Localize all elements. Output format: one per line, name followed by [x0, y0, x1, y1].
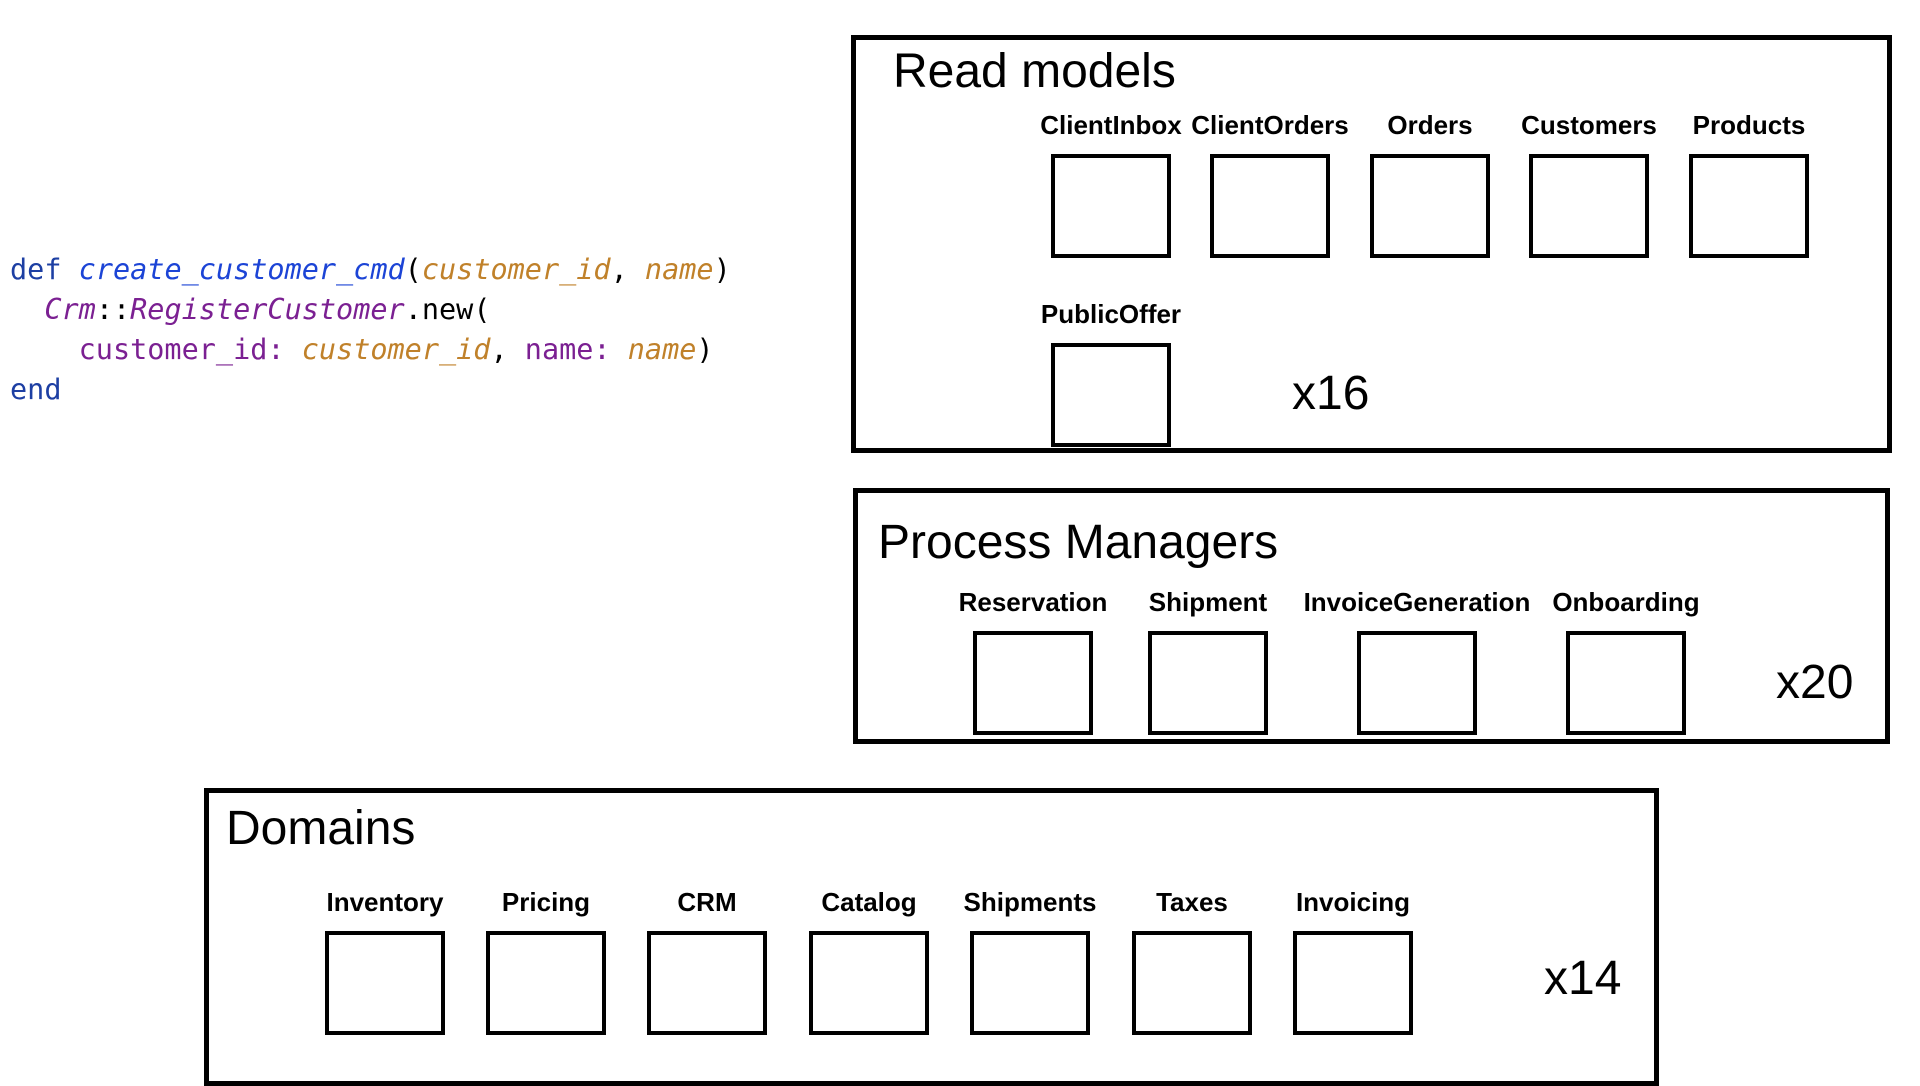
read-model-label: ClientInbox	[1040, 110, 1182, 140]
read-model-box	[1529, 154, 1649, 258]
read-model-box	[1210, 154, 1330, 258]
process-manager-label: Onboarding	[1552, 587, 1700, 617]
domain-label: Inventory	[326, 887, 444, 917]
read-model-label: ClientOrders	[1191, 110, 1349, 140]
code-new-call: .new(	[404, 293, 491, 326]
code-arg-customer-id: customer_id	[421, 253, 611, 286]
domain-label: Shipments	[963, 887, 1097, 917]
read-model-label: Orders	[1387, 110, 1473, 140]
read-models-count: x16	[1292, 367, 1370, 420]
process-manager-box	[1148, 631, 1268, 735]
process-manager-box	[973, 631, 1093, 735]
domain-label: Pricing	[501, 887, 591, 917]
process-manager-box	[1357, 631, 1477, 735]
code-paren-open: (	[404, 253, 422, 286]
read-model-box	[1051, 154, 1171, 258]
process-manager-box	[1566, 631, 1686, 735]
code-const-crm: Crm	[44, 293, 96, 326]
domain-box	[325, 931, 445, 1035]
domain-box	[1293, 931, 1413, 1035]
process-manager-label: InvoiceGeneration	[1303, 587, 1531, 617]
domain-label: Taxes	[1156, 887, 1228, 917]
process-manager-label: Reservation	[958, 587, 1108, 617]
domain-label: CRM	[677, 887, 737, 917]
domain-label: Catalog	[821, 887, 917, 917]
code-comma-2: ,	[490, 333, 525, 366]
read-model-label: Products	[1692, 110, 1806, 140]
domain-box	[1132, 931, 1252, 1035]
read-model-box	[1370, 154, 1490, 258]
domain-label: Invoicing	[1295, 887, 1411, 917]
domains-title: Domains	[226, 802, 416, 855]
read-models-group: Read models ClientInbox ClientOrders Ord…	[851, 35, 1892, 453]
code-snippet: def create_customer_cmd(customer_id, nam…	[10, 250, 731, 410]
read-model-label: Customers	[1521, 110, 1657, 140]
read-model-box	[1051, 343, 1171, 447]
process-manager-label: Shipment	[1148, 587, 1268, 617]
domain-box	[647, 931, 767, 1035]
domain-box	[809, 931, 929, 1035]
code-paren-close: )	[713, 253, 731, 286]
domain-box	[970, 931, 1090, 1035]
domains-count: x14	[1544, 952, 1622, 1005]
code-comma: ,	[610, 253, 645, 286]
code-scope-sep: ::	[95, 293, 131, 326]
code-arg-name: name	[644, 253, 714, 286]
code-value-customer-id: customer_id	[301, 333, 491, 366]
code-key-customer-id: customer_id:	[78, 333, 285, 366]
code-key-name: name:	[524, 333, 611, 366]
read-model-label: PublicOffer	[1040, 299, 1182, 329]
domain-box	[486, 931, 606, 1035]
read-models-title: Read models	[893, 45, 1176, 98]
code-keyword-def: def	[10, 253, 62, 286]
code-keyword-end: end	[10, 373, 62, 406]
process-managers-count: x20	[1776, 656, 1854, 709]
process-managers-title: Process Managers	[878, 516, 1279, 569]
read-model-box	[1689, 154, 1809, 258]
code-value-name: name	[627, 333, 697, 366]
code-const-register-customer: RegisterCustomer	[130, 293, 405, 326]
code-function-name: create_customer_cmd	[78, 253, 405, 286]
code-call-close: )	[696, 333, 714, 366]
process-managers-group: Process Managers Reservation Shipment In…	[853, 488, 1890, 744]
domains-group: Domains Inventory Pricing CRM Catalog Sh…	[204, 788, 1659, 1086]
